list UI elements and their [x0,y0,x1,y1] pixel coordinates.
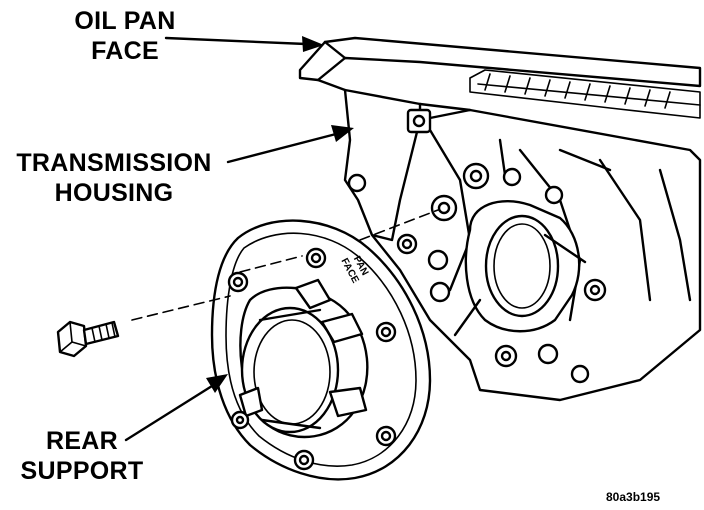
label-oil-pan-face: OIL PAN FACE [50,6,200,66]
grid-pattern [477,73,701,109]
arrow-transmission-housing [226,125,354,164]
housing-bore [484,214,560,318]
label-transmission-housing: TRANSMISSION HOUSING [4,148,224,208]
hex-bolt [56,320,120,358]
label-rear-support-line1: REAR [45,427,119,455]
oil-pan-flange [298,36,702,88]
rear-support [210,219,432,481]
arrow-rear-support [124,374,228,442]
label-rear-support-line2: SUPPORT [20,457,144,485]
rear-support-bore [240,306,340,434]
label-transmission-housing-line1: TRANSMISSION [16,149,212,177]
alignment-lines [131,209,439,321]
arrow-oil-pan-face-head [302,36,324,52]
label-rear-support: REAR SUPPORT [12,426,152,486]
arrow-rear-support-head [206,374,228,393]
label-transmission-housing-line2: HOUSING [54,179,174,207]
label-oil-pan-face-line2: FACE [91,37,159,65]
transmission-housing [298,36,702,402]
label-oil-pan-face-line1: OIL PAN [74,7,176,35]
arrow-oil-pan-face [164,36,324,52]
figure-code: 80a3b195 [606,490,661,504]
arrow-transmission-housing-head [331,125,354,142]
